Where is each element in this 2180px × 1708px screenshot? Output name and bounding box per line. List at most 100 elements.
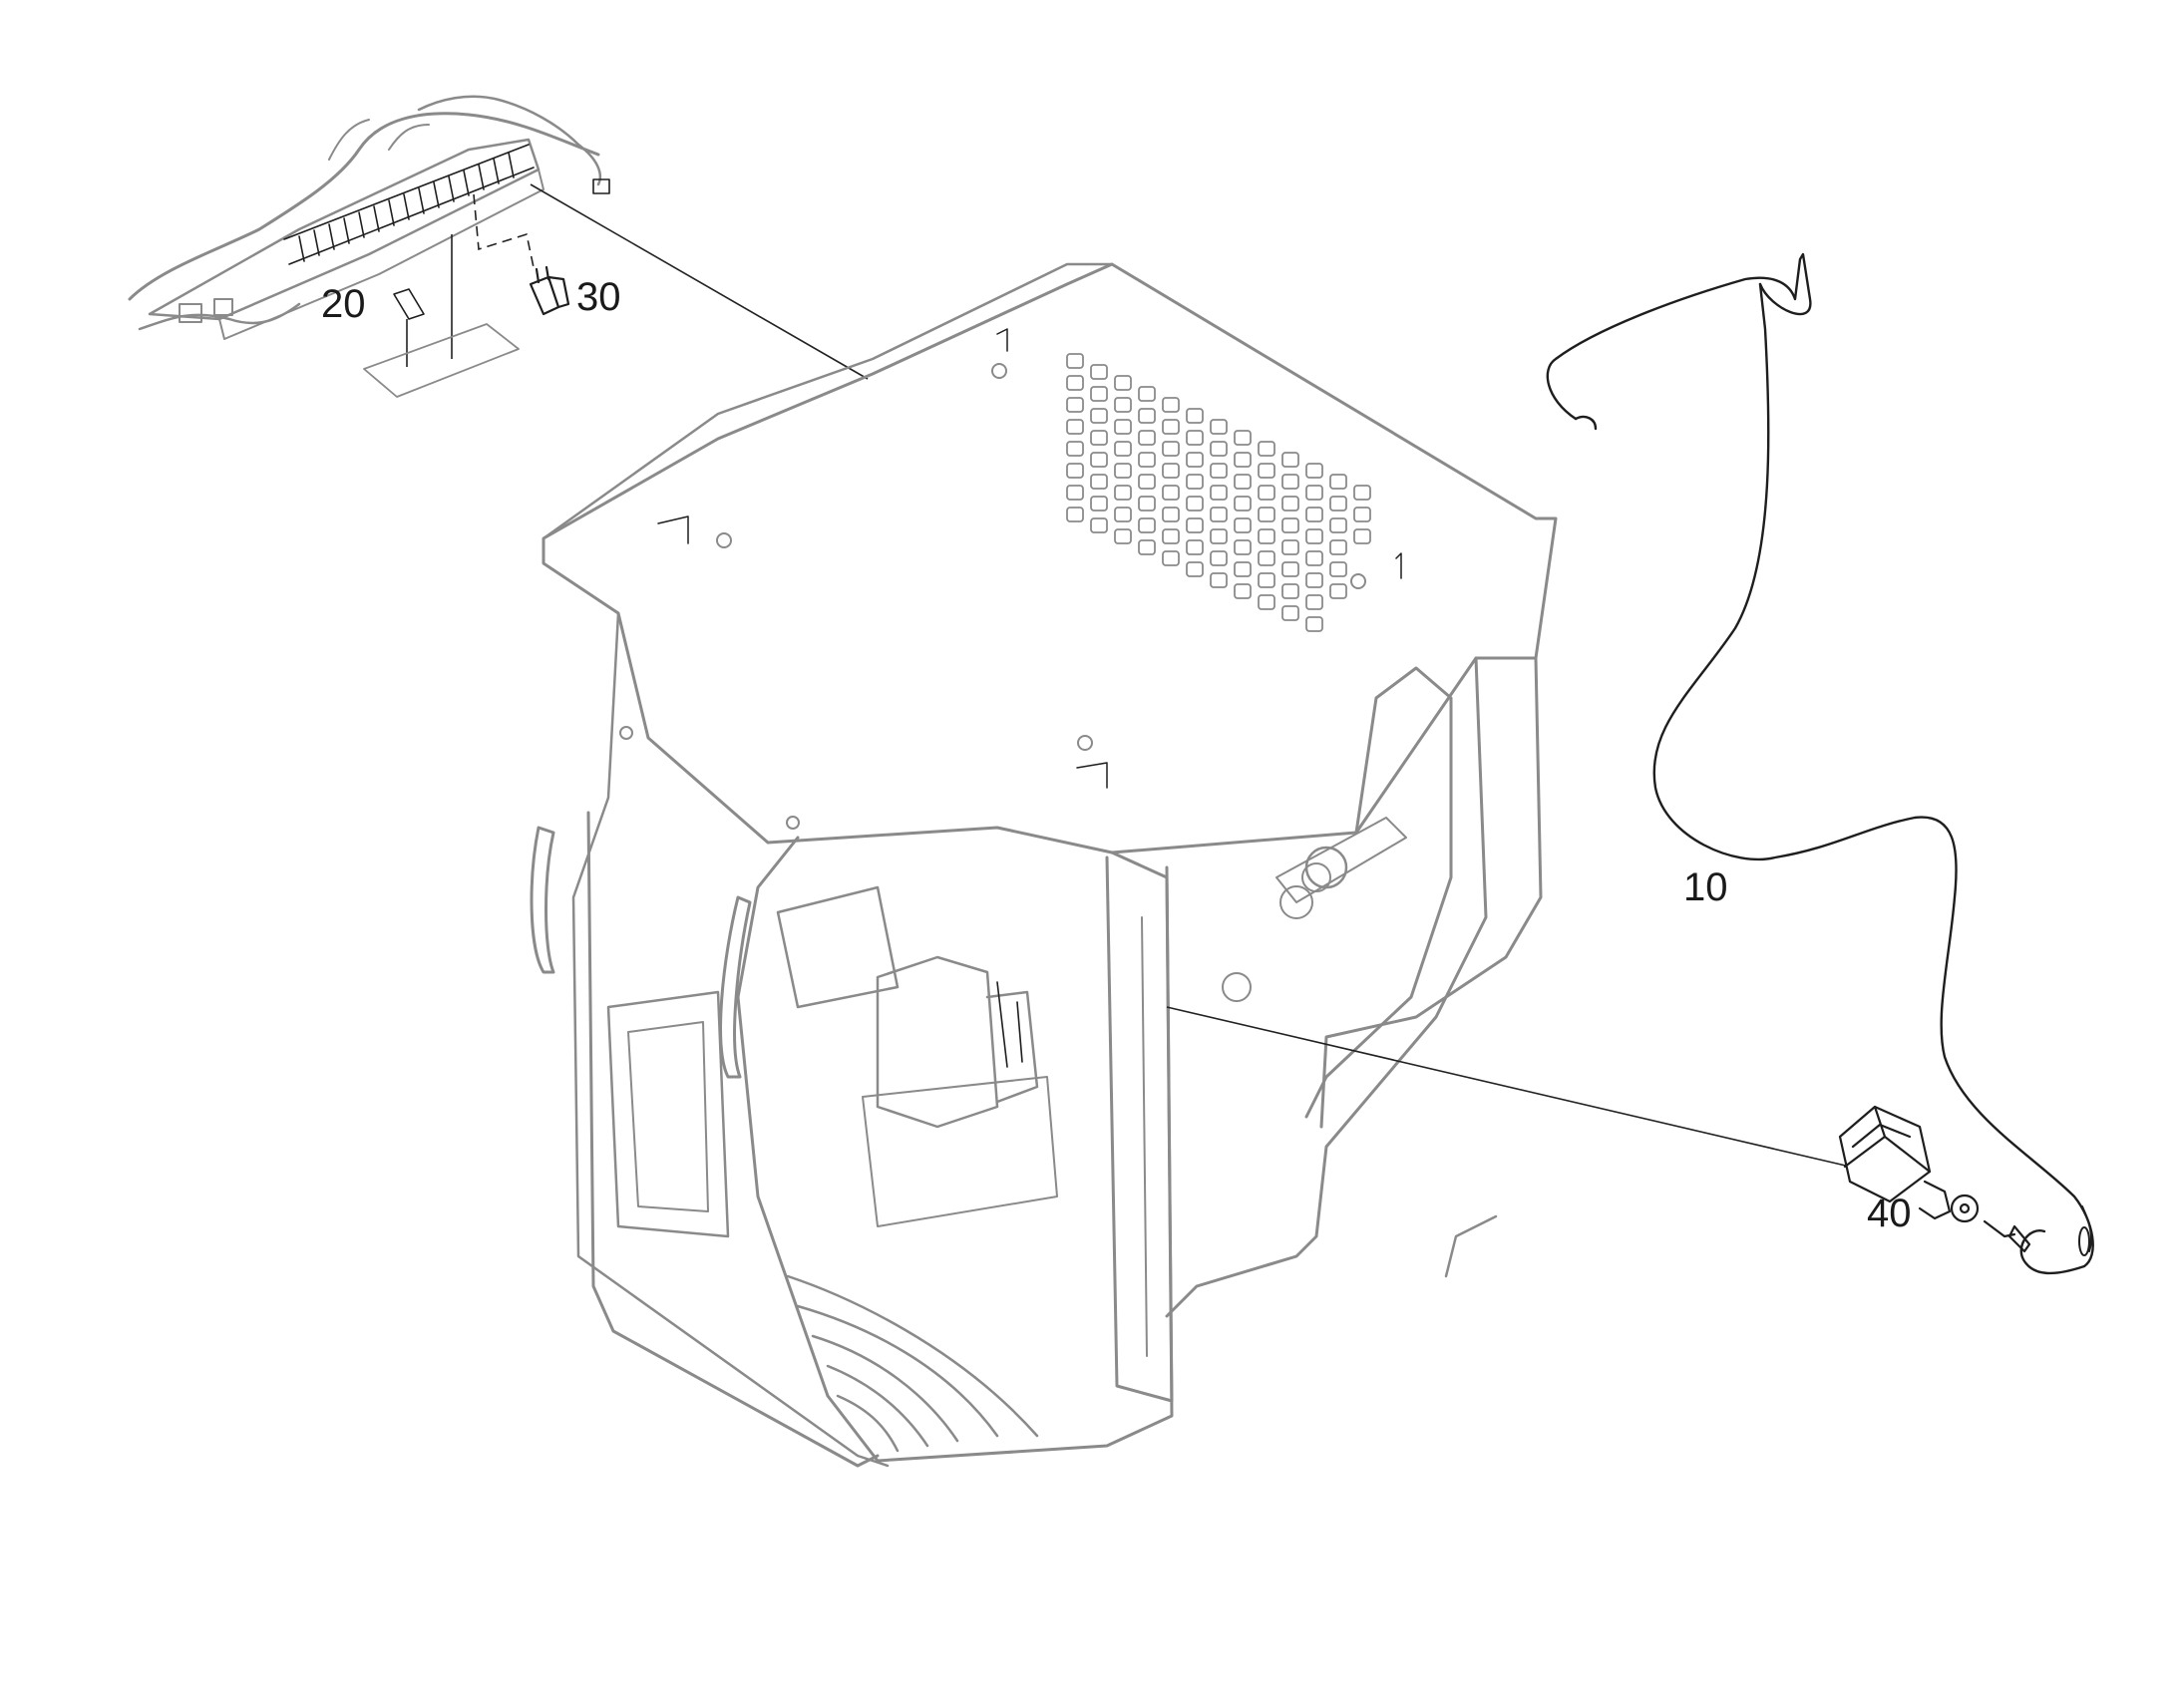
grille-slot (1186, 474, 1204, 490)
grille-slot (1281, 583, 1299, 599)
grille-slot (1329, 583, 1347, 599)
grille-slot (1281, 605, 1299, 621)
grille-slot (1186, 430, 1204, 446)
grille-slot (1090, 474, 1108, 490)
grille-slot (1138, 386, 1156, 402)
grille-slot (1162, 463, 1180, 479)
callout-30: 30 (576, 275, 621, 319)
grille-slot (1066, 419, 1084, 435)
grille-slot (1090, 386, 1108, 402)
grille-slot (1281, 496, 1299, 512)
grille-slot (1138, 452, 1156, 468)
grille-slot (1114, 375, 1132, 391)
fuse-row (283, 144, 535, 265)
grille-slot (1186, 496, 1204, 512)
grille-slot (1234, 583, 1252, 599)
grille-slot (1210, 528, 1228, 544)
grille-slot (1305, 550, 1323, 566)
key-switch-icon (1838, 1105, 2031, 1253)
grille-slot (1186, 452, 1204, 468)
grille-slot (1305, 594, 1323, 610)
grille-slot (1114, 485, 1132, 501)
grille-slot (1329, 517, 1347, 533)
grille-slot (1234, 517, 1252, 533)
grille-slot (1305, 463, 1323, 479)
grille-slot (1066, 353, 1084, 369)
grille-slot (1234, 496, 1252, 512)
grille-slot (1090, 408, 1108, 424)
roof-grille (1066, 353, 1371, 632)
grille-slot (1210, 485, 1228, 501)
key-switch-leader-line (1166, 1006, 1851, 1168)
grille-slot (1258, 485, 1275, 501)
grille-slot (1258, 572, 1275, 588)
grille-slot (1258, 528, 1275, 544)
grille-slot (1114, 528, 1132, 544)
grille-slot (1186, 517, 1204, 533)
grille-slot (1162, 419, 1180, 435)
label-sticker-part (363, 234, 520, 398)
grille-slot (1090, 364, 1108, 380)
grille-slot (1114, 397, 1132, 413)
grille-slot (1162, 550, 1180, 566)
grille-slot (1138, 496, 1156, 512)
grille-slot (1090, 430, 1108, 446)
grille-slot (1281, 561, 1299, 577)
grille-slot (1210, 572, 1228, 588)
grille-slot (1353, 507, 1371, 522)
grille-slot (1258, 550, 1275, 566)
grille-slot (1138, 430, 1156, 446)
grille-slot (1162, 397, 1180, 413)
grille-slot (1138, 474, 1156, 490)
grille-slot (1090, 517, 1108, 533)
grille-slot (1258, 463, 1275, 479)
grille-slot (1162, 507, 1180, 522)
grille-slot (1186, 408, 1204, 424)
grille-slot (1066, 485, 1084, 501)
grille-slot (1210, 550, 1228, 566)
grille-slot (1090, 496, 1108, 512)
grille-slot (1258, 507, 1275, 522)
callout-40: 40 (1867, 1192, 1912, 1235)
grille-slot (1234, 561, 1252, 577)
grille-slot (1281, 539, 1299, 555)
grille-slot (1186, 561, 1204, 577)
grille-slot (1210, 463, 1228, 479)
grille-slot (1162, 528, 1180, 544)
grille-slot (1114, 441, 1132, 457)
grille-slot (1329, 561, 1347, 577)
grille-slot (1353, 485, 1371, 501)
grille-slot (1138, 517, 1156, 533)
grille-slot (1305, 485, 1323, 501)
grille-slot (1234, 430, 1252, 446)
grille-slot (1329, 496, 1347, 512)
grille-slot (1258, 594, 1275, 610)
grille-slot (1281, 474, 1299, 490)
grille-slot (1114, 463, 1132, 479)
grille-slot (1138, 408, 1156, 424)
grille-slot (1138, 539, 1156, 555)
grille-slot (1305, 528, 1323, 544)
relay-part (473, 193, 570, 316)
callout-10: 10 (1683, 865, 1728, 909)
grille-slot (1329, 539, 1347, 555)
grille-slot (1234, 452, 1252, 468)
cable-harness-icon (1546, 252, 2094, 1275)
grille-slot (1234, 474, 1252, 490)
grille-slot (1305, 572, 1323, 588)
harness-leader-line (530, 183, 869, 380)
label-sticker-icon (393, 288, 425, 320)
callout-20: 20 (321, 282, 366, 326)
grille-slot (1329, 474, 1347, 490)
grille-slot (1162, 441, 1180, 457)
grille-slot (1114, 507, 1132, 522)
grille-slot (1353, 528, 1371, 544)
grille-slot (1066, 375, 1084, 391)
grille-slot (1281, 452, 1299, 468)
grille-slot (1234, 539, 1252, 555)
grille-slot (1066, 507, 1084, 522)
grille-slot (1210, 507, 1228, 522)
grille-slot (1090, 452, 1108, 468)
grille-slot (1258, 441, 1275, 457)
